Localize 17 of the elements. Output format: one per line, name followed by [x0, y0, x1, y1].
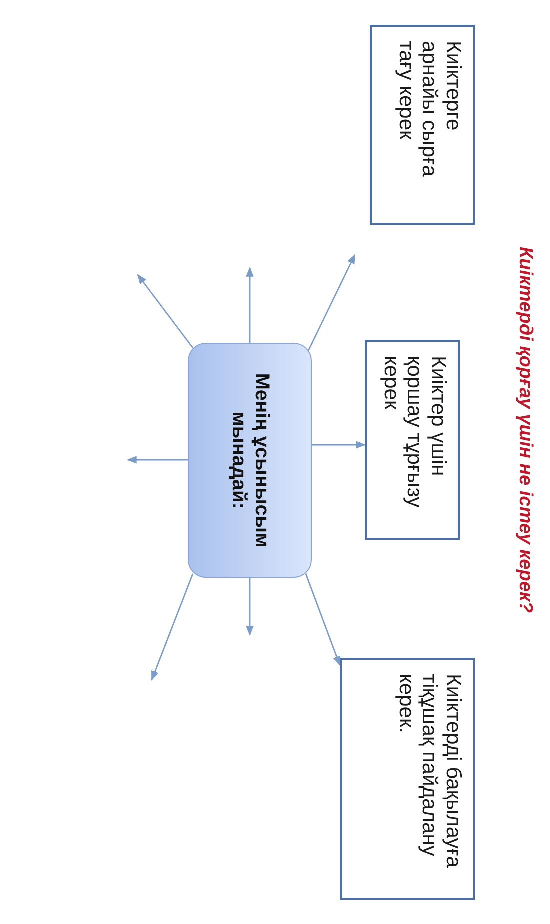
node-text: Киіктерге арнайы сырға тағу керек [394, 41, 465, 177]
node-text: Киіктер үшін қоршау тұрғызу керек [380, 356, 450, 508]
node-text: Киіктерді бақылауға тіқұшақ пайдалану керек. [394, 674, 465, 868]
arrow [305, 574, 341, 666]
arrow [246, 578, 254, 636]
arrow [127, 456, 188, 464]
arrow [246, 267, 254, 343]
text-box [370, 25, 475, 225]
text-box [365, 340, 460, 540]
arrow [137, 274, 194, 348]
arrow [307, 254, 356, 352]
arrow [151, 574, 194, 681]
node-text: Менің ұсынысым мынадай: [227, 372, 273, 550]
text-box [340, 658, 475, 900]
arrow [312, 441, 366, 449]
title: Киіктерді қорғау үшін не істеу керек? [514, 246, 536, 616]
central-rounded-box [188, 343, 312, 578]
